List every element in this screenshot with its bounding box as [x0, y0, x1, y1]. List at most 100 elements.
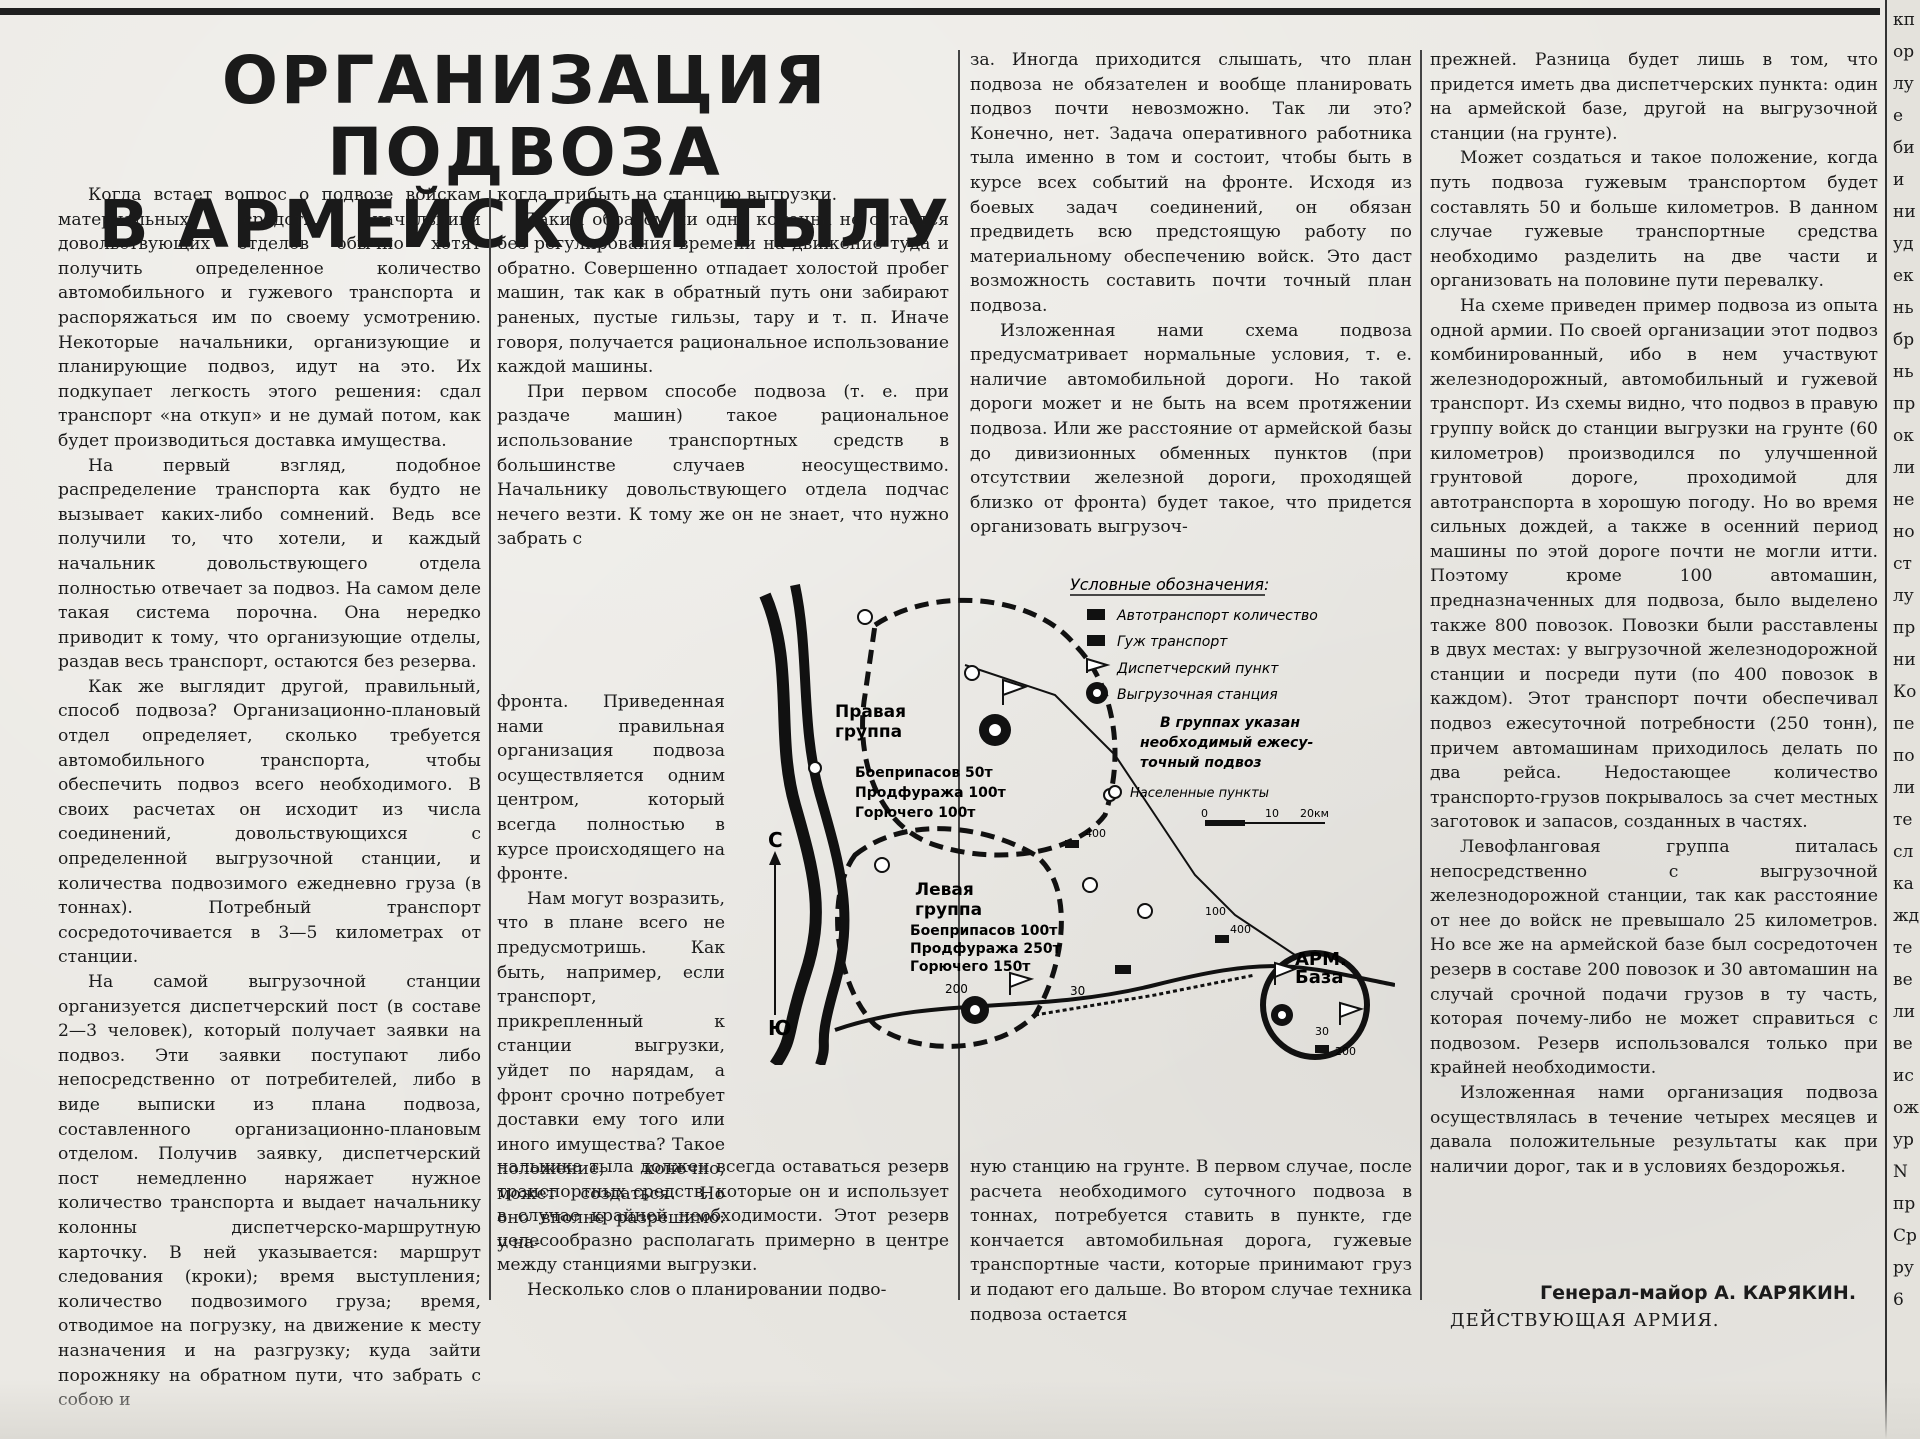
scale-label: 20км — [1300, 807, 1329, 820]
article-column-3: за. Иногда приходится слышать, что план … — [970, 48, 1412, 540]
truck-icon — [1215, 935, 1229, 943]
legend-item: Автотранспорт количество — [1116, 608, 1318, 624]
article-column-2-narrow: фронта. Приведенная нами правильная орга… — [497, 690, 725, 1256]
settlement — [874, 857, 890, 873]
strip-fragment: пр — [1893, 394, 1916, 414]
paragraph: когда прибыть на станцию выгрузки. — [497, 185, 838, 205]
strip-fragment: ве — [1893, 1034, 1913, 1054]
map-number: 200 — [1335, 1045, 1356, 1058]
south-label: Ю — [768, 1016, 791, 1040]
legend-settlement-icon — [1108, 785, 1122, 799]
right-group-name-2: группа — [835, 722, 902, 742]
strip-fragment: бр — [1893, 330, 1915, 350]
dateline: ДЕЙСТВУЮЩАЯ АРМИЯ. — [1450, 1310, 1720, 1331]
paragraph: Таким образом ни одна колонна не остаетс… — [497, 209, 949, 378]
article-column-4: прежней. Разница будет лишь в том, что п… — [1430, 48, 1878, 1179]
legend-item: В группах указан — [1160, 715, 1300, 731]
article-column-2: когда прибыть на станцию выгрузки. Таким… — [497, 183, 949, 552]
rail-line-left — [759, 592, 822, 1065]
legend-item: Населенные пункты — [1130, 786, 1269, 801]
strip-fragment: ка — [1893, 874, 1914, 894]
map-number: 30 — [1070, 984, 1085, 998]
left-group-name-2: группа — [915, 900, 982, 920]
strip-fragment: Ср — [1893, 1226, 1917, 1246]
dispatcher-flag-icon — [1274, 961, 1299, 985]
article-column-2-bottom: чальника тыла должен всегда оставаться р… — [497, 1155, 949, 1303]
paragraph: за. Иногда приходится слышать, что план … — [970, 50, 1412, 316]
truck-icon — [1115, 965, 1131, 974]
strip-fragment: по — [1893, 746, 1915, 766]
dispatcher-flag-icon — [1009, 971, 1035, 995]
left-group-fuel: Горючего 150т — [910, 959, 1031, 975]
paragraph: На самой выгрузочной станции организуетс… — [58, 972, 481, 1410]
legend-item: Выгрузочная станция — [1117, 687, 1278, 703]
strip-fragment: пе — [1893, 714, 1915, 734]
column-rule-3 — [1420, 50, 1422, 1300]
legend-cart-icon — [1087, 635, 1105, 646]
strip-fragment: ли — [1893, 778, 1916, 798]
paragraph: прежней. Разница будет лишь в том, что п… — [1430, 50, 1878, 144]
map-number: 400 — [1230, 923, 1251, 936]
scale-label: 10 — [1265, 807, 1279, 820]
settlement — [964, 665, 980, 681]
strip-fragment: ор — [1893, 42, 1915, 62]
army-base-label-2: База — [1295, 967, 1343, 988]
strip-fragment: нь — [1893, 298, 1914, 318]
article-column-3-bottom: ную станцию на грунте. В первом случае, … — [970, 1155, 1412, 1327]
strip-fragment: те — [1893, 938, 1913, 958]
army-base-circle — [1260, 950, 1370, 1060]
right-group-name: Правая — [835, 702, 906, 722]
strip-fragment: но — [1893, 522, 1915, 542]
left-group-name: Левая — [915, 880, 974, 900]
paragraph: Может создаться и такое положение, когда… — [1430, 148, 1878, 292]
top-rule — [0, 8, 1880, 15]
paragraph: Левофланговая группа питалась непосредст… — [1430, 837, 1878, 1079]
paragraph: Нам могут возразить, что в плане всего н… — [497, 888, 725, 1254]
strip-fragment: уд — [1893, 234, 1914, 254]
left-group-ammo: Боеприпасов 100т — [910, 923, 1058, 939]
legend-item: необходимый ежесу- — [1140, 735, 1313, 751]
settlement — [1082, 877, 1098, 893]
paragraph: Изложенная нами организация подвоза осущ… — [1430, 1082, 1878, 1177]
strip-fragment: N — [1893, 1162, 1908, 1182]
strip-fragment: ур — [1893, 1130, 1914, 1150]
paragraph: Когда встает вопрос о подвозе войскам ма… — [58, 185, 481, 451]
army-base-label: АРМ. — [1295, 949, 1347, 970]
article-column-1: Когда встает вопрос о подвозе войскам ма… — [58, 183, 481, 1413]
strip-fragment: ст — [1893, 554, 1912, 574]
paragraph: При первом способе подвоза (т. е. при ра… — [497, 381, 949, 550]
paragraph: Изложенная нами схема подвоза предусматр… — [970, 320, 1412, 538]
column-rule-2 — [958, 50, 960, 1300]
paragraph: ную станцию на грунте. В первом случае, … — [970, 1157, 1412, 1325]
strip-fragment: би — [1893, 138, 1915, 158]
rail-line-right — [790, 583, 850, 1065]
paragraph: Несколько слов о планировании подво- — [527, 1279, 887, 1300]
bottom-fade — [0, 1379, 1920, 1439]
strip-fragment: лу — [1893, 586, 1914, 606]
strip-fragment: 6 — [1893, 1290, 1904, 1310]
strip-fragment: ве — [1893, 970, 1913, 990]
strip-fragment: ис — [1893, 1066, 1914, 1086]
truck-icon — [1315, 1045, 1329, 1053]
right-group-fuel: Горючего 100т — [855, 805, 976, 821]
paragraph: чальника тыла должен всегда оставаться р… — [497, 1157, 949, 1276]
legend-flag-icon — [1086, 657, 1111, 673]
strip-fragment: ру — [1893, 1258, 1914, 1278]
strip-fragment: ни — [1893, 202, 1916, 222]
settlement — [857, 609, 873, 625]
strip-fragment: жд — [1893, 906, 1920, 926]
paragraph: Как же выглядит другой, правильный, спос… — [58, 676, 481, 968]
road — [964, 664, 1296, 956]
author-signature: Генерал-майор А. КАРЯКИН. — [1540, 1282, 1857, 1304]
road-left — [1034, 973, 1256, 1017]
settlement — [808, 761, 822, 775]
right-group-forage: Продфуража 100т — [855, 785, 1007, 801]
paragraph: На схеме приведен пример подвоза из опыт… — [1430, 295, 1878, 833]
legend-item: Диспетчерский пункт — [1116, 661, 1279, 677]
headline-line-1: ОРГАНИЗАЦИЯ ПОДВОЗА — [221, 42, 829, 191]
settlement — [1137, 903, 1153, 919]
strip-fragment: пр — [1893, 618, 1916, 638]
strip-fragment: кп — [1893, 10, 1915, 30]
legend-item: точный подвоз — [1140, 755, 1262, 771]
